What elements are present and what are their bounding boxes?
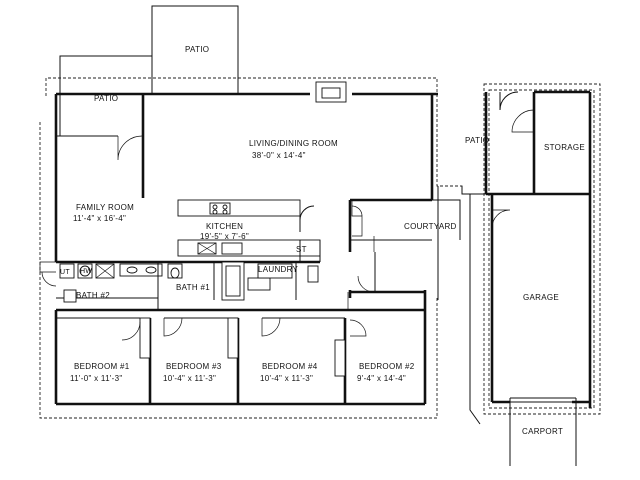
label-kitchen-name: KITCHEN xyxy=(206,222,243,231)
label-carport: CARPORT xyxy=(522,427,563,436)
kitchen xyxy=(177,199,321,262)
service-row xyxy=(39,260,425,312)
door-swings xyxy=(117,135,375,252)
label-living-dim: 38'-0" x 14'-4" xyxy=(252,151,306,160)
label-ut: UT xyxy=(60,269,70,276)
label-bedroom4-dim: 10'-4" x 11'-3" xyxy=(260,374,313,383)
label-bedroom2-name: BEDROOM #2 xyxy=(359,362,415,371)
label-bedroom1-dim: 11'-0" x 11'-3" xyxy=(70,374,123,383)
label-bedroom4-name: BEDROOM #4 xyxy=(262,362,318,371)
label-family-dim: 11'-4" x 16'-4" xyxy=(73,214,126,223)
label-patio-left: PATIO xyxy=(94,94,118,103)
label-courtyard: COURTYARD xyxy=(404,222,457,231)
label-bedroom3-name: BEDROOM #3 xyxy=(166,362,222,371)
label-garage: GARAGE xyxy=(523,293,559,302)
label-bedroom3-dim: 10'-4" x 11'-3" xyxy=(163,374,216,383)
patio-left xyxy=(59,55,152,136)
fireplace xyxy=(315,81,347,103)
bedroom-wing xyxy=(56,275,375,404)
label-kitchen-dim: 19'-5" x 7'-6" xyxy=(200,232,249,241)
house-walls xyxy=(54,92,438,406)
label-patio-top: PATIO xyxy=(185,45,209,54)
label-family-name: FAMILY ROOM xyxy=(76,203,134,212)
label-laundry: LAUNDRY xyxy=(258,265,299,274)
label-patio-right: PATIO xyxy=(465,136,489,145)
label-bedroom1-name: BEDROOM #1 xyxy=(74,362,130,371)
label-storage: STORAGE xyxy=(544,143,585,152)
courtyard xyxy=(374,199,461,292)
label-hw: HW xyxy=(80,268,92,275)
label-bath1: BATH #1 xyxy=(176,283,210,292)
label-bath2: BATH #2 xyxy=(76,291,110,300)
carport xyxy=(506,397,580,466)
label-bedroom2-dim: 9'-4" x 14'-4" xyxy=(357,374,406,383)
label-st: ST xyxy=(296,245,307,254)
garage-wing xyxy=(437,90,592,425)
label-living-name: LIVING/DINING ROOM xyxy=(249,139,338,148)
patio-top xyxy=(151,5,239,93)
